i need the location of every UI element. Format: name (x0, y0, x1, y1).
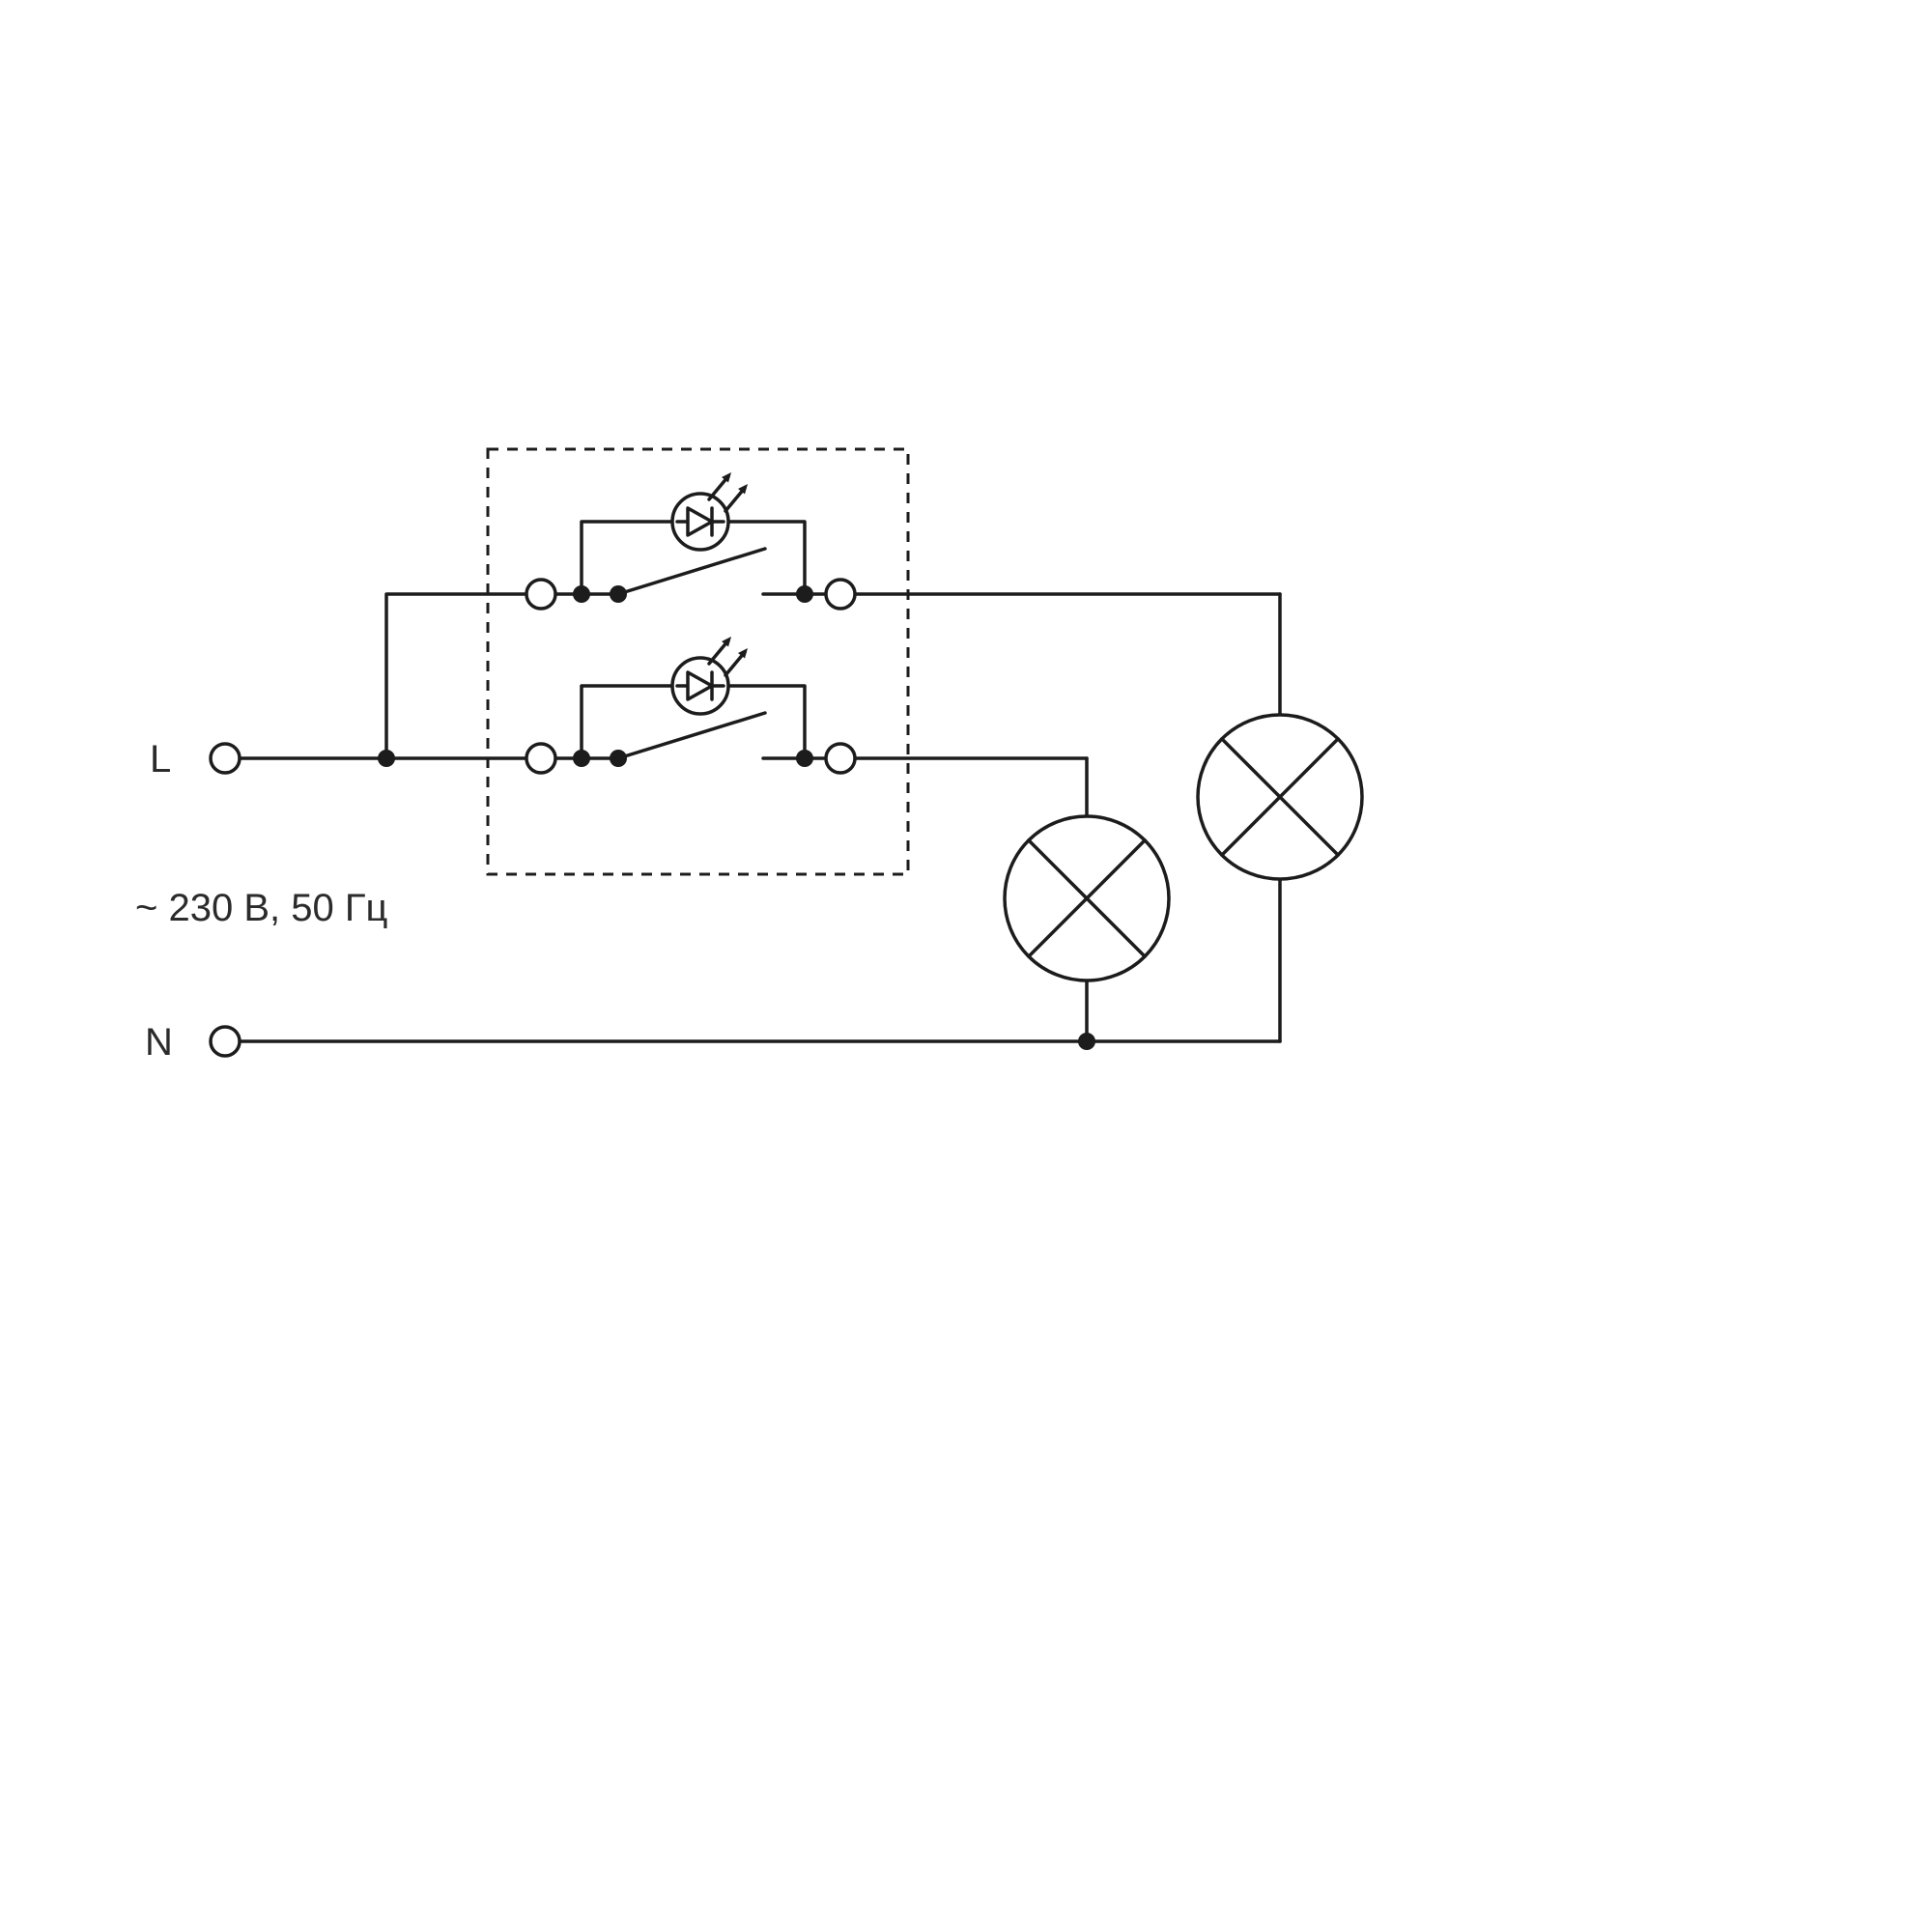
line-branch-to-switch-1 (384, 592, 528, 760)
lamp-1 (1003, 814, 1171, 982)
neutral-label: N (145, 1021, 173, 1064)
switch-enclosure-outline (486, 447, 910, 876)
terminal-L (209, 742, 242, 775)
wiring (238, 592, 1282, 1050)
lamp-2 (1196, 713, 1364, 881)
switch-2-with-led-indicator (525, 635, 857, 775)
line-label: L (150, 738, 171, 781)
junction-dot-neutral (1078, 1033, 1095, 1050)
power-spec-label: ~ 230 В, 50 Гц (135, 887, 387, 929)
switch-1-with-led-indicator (525, 470, 857, 611)
terminal-N (209, 1025, 242, 1058)
junction-dot-line (378, 750, 395, 767)
